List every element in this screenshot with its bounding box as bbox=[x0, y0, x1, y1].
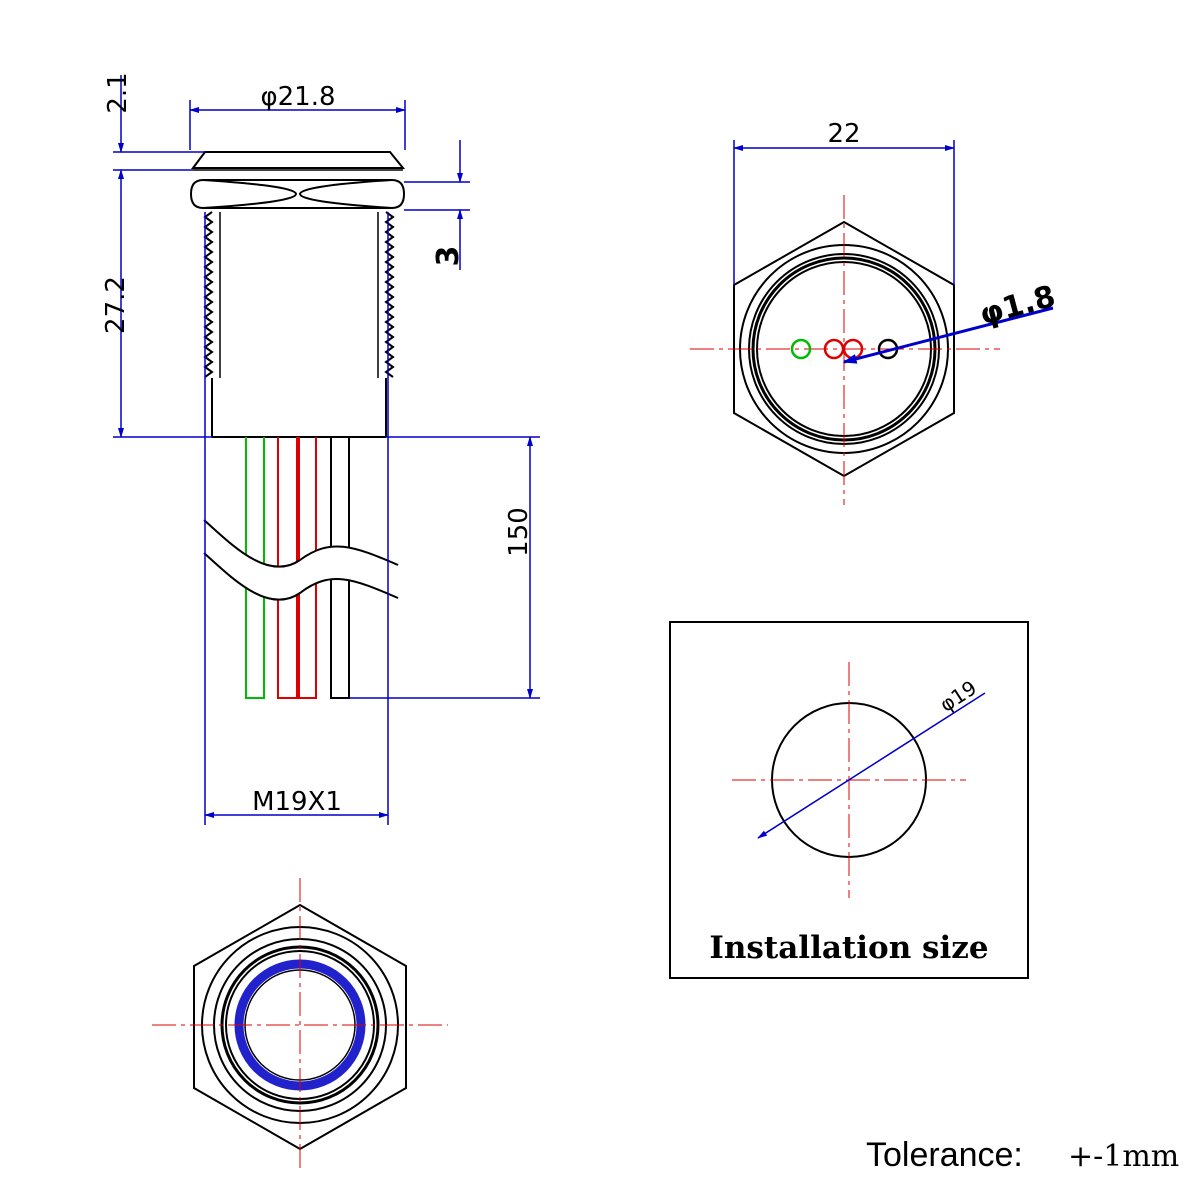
dimension-flange-thickness: 2.1 bbox=[103, 72, 205, 171]
tolerance-value: +-1mm bbox=[1068, 1139, 1179, 1174]
head-diameter-label: φ21.8 bbox=[260, 82, 335, 112]
dimension-thread: M19X1 bbox=[204, 212, 389, 825]
installation-size-title: Installation size bbox=[709, 930, 988, 966]
tolerance-note: Tolerance: +-1mm bbox=[866, 1136, 1179, 1174]
pin-diameter-label: φ1.8 bbox=[976, 279, 1059, 333]
body-length-label: 27.2 bbox=[101, 276, 131, 334]
front-view bbox=[152, 878, 448, 1172]
nut-side bbox=[189, 179, 406, 209]
hex-width-label: 22 bbox=[827, 119, 860, 149]
dimension-body-length: 27.2 bbox=[101, 169, 212, 438]
threaded-body bbox=[203, 211, 395, 438]
flange-thickness-label: 2.1 bbox=[103, 72, 133, 113]
side-view: φ21.8 2.1 27.2 3 150 bbox=[101, 72, 540, 825]
rear-view: 22 φ1.8 bbox=[690, 119, 1059, 505]
head-cap bbox=[191, 151, 406, 169]
pin-green bbox=[790, 338, 812, 360]
dimension-wire-length: 150 bbox=[349, 436, 540, 699]
dimension-head-diameter: φ21.8 bbox=[189, 82, 406, 150]
dimension-hole-diameter: φ19 bbox=[757, 676, 986, 839]
dimension-nut-thickness: 3 bbox=[404, 140, 470, 270]
wire-length-label: 150 bbox=[504, 507, 534, 557]
break-mark bbox=[203, 519, 399, 601]
thread-label: M19X1 bbox=[252, 787, 342, 817]
nut-thickness-label: 3 bbox=[431, 246, 466, 267]
dimension-pin-diameter: φ1.8 bbox=[842, 279, 1059, 364]
tolerance-label: Tolerance: bbox=[866, 1136, 1023, 1174]
dimension-hex-width: 22 bbox=[733, 119, 955, 285]
installation-size-panel: φ19 Installation size bbox=[669, 621, 1029, 979]
